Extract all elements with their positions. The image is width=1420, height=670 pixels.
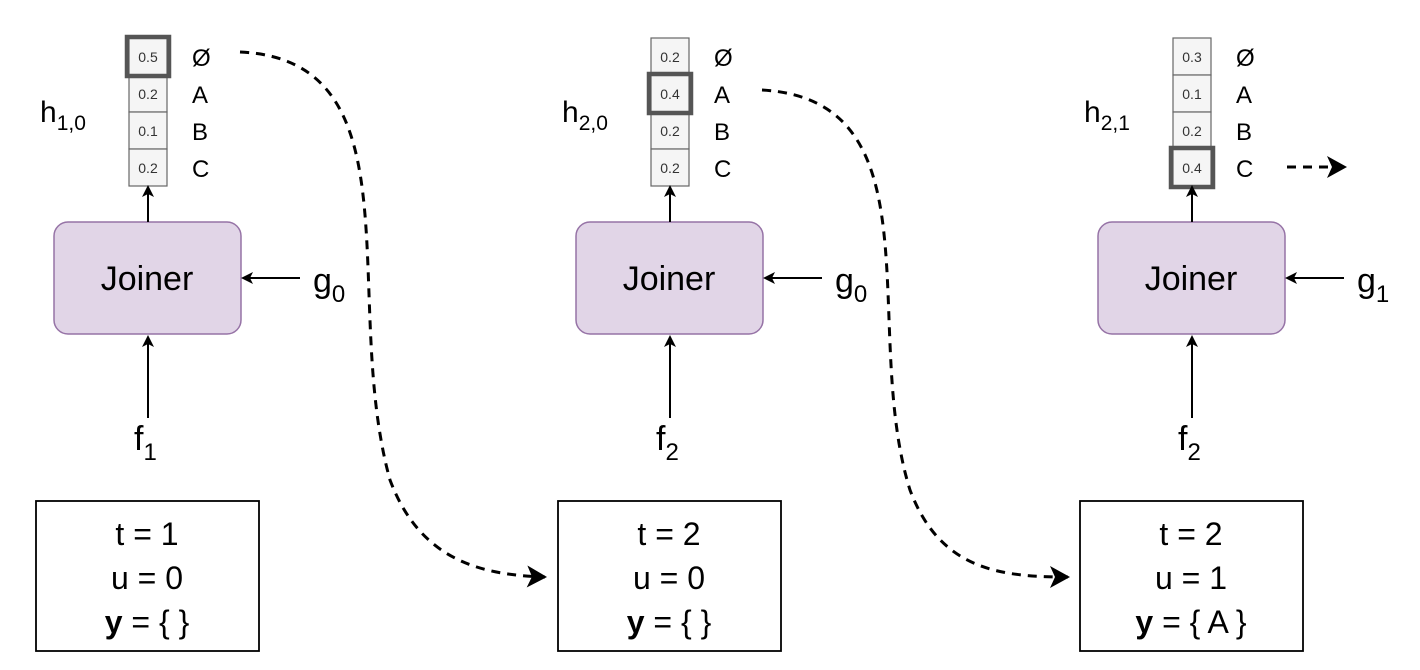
selected-prob-highlight xyxy=(124,34,172,79)
prob-cell xyxy=(1172,37,1212,76)
predictor-label: g1 xyxy=(1357,262,1389,308)
prob-cell xyxy=(1172,74,1212,113)
state-box xyxy=(557,500,782,652)
encoder-label: f2 xyxy=(1178,420,1201,466)
state-t: t = 2 xyxy=(637,516,700,552)
prob-value: 0.2 xyxy=(660,49,680,65)
transition-arrow-1 xyxy=(239,50,547,588)
token-label: B xyxy=(192,119,208,146)
prob-value: 0.4 xyxy=(660,86,680,102)
prob-cell xyxy=(128,111,168,150)
state-u: u = 0 xyxy=(111,560,183,596)
prob-value: 0.4 xyxy=(1182,160,1202,176)
prob-value: 0.2 xyxy=(660,123,680,139)
state-y: y = { } xyxy=(105,604,190,640)
prob-value: 0.2 xyxy=(1182,123,1202,139)
state-u: u = 0 xyxy=(633,560,705,596)
prob-value: 0.1 xyxy=(138,123,158,139)
transition-arrow-2 xyxy=(761,88,1070,588)
state-box xyxy=(35,500,260,652)
hidden-label: h2,0 xyxy=(562,96,608,135)
prob-cell xyxy=(650,111,690,150)
token-label: C xyxy=(192,156,209,183)
token-label: B xyxy=(1236,119,1252,146)
encoder-label: f1 xyxy=(134,420,157,466)
joiner-label: Joiner xyxy=(623,260,716,298)
token-label: A xyxy=(1236,82,1252,109)
prob-value: 0.5 xyxy=(138,49,158,65)
prob-value: 0.2 xyxy=(138,86,158,102)
token-label: B xyxy=(714,119,730,146)
predictor-label: g0 xyxy=(313,262,345,308)
hidden-label: h1,0 xyxy=(40,96,86,135)
token-label: C xyxy=(714,156,731,183)
selected-prob-highlight xyxy=(646,71,694,116)
hidden-label: h2,1 xyxy=(1084,96,1130,135)
token-label: Ø xyxy=(714,45,733,72)
state-u: u = 1 xyxy=(1155,560,1227,596)
token-label: A xyxy=(714,82,730,109)
joiner-label: Joiner xyxy=(1145,260,1238,298)
token-label: Ø xyxy=(1236,45,1255,72)
state-t: t = 2 xyxy=(1159,516,1222,552)
prob-value: 0.2 xyxy=(660,160,680,176)
state-y: y = { } xyxy=(627,604,712,640)
token-label: Ø xyxy=(192,45,211,72)
predictor-label: g0 xyxy=(835,262,867,308)
state-y: y = { A } xyxy=(1135,604,1247,640)
encoder-label: f2 xyxy=(656,420,679,466)
joiner-label: Joiner xyxy=(101,260,194,298)
state-box xyxy=(1079,500,1304,652)
prob-value: 0.3 xyxy=(1182,49,1202,65)
token-label: C xyxy=(1236,156,1253,183)
prob-value: 0.1 xyxy=(1182,86,1202,102)
state-t: t = 1 xyxy=(115,516,178,552)
token-label: A xyxy=(192,82,208,109)
prob-value: 0.2 xyxy=(138,160,158,176)
